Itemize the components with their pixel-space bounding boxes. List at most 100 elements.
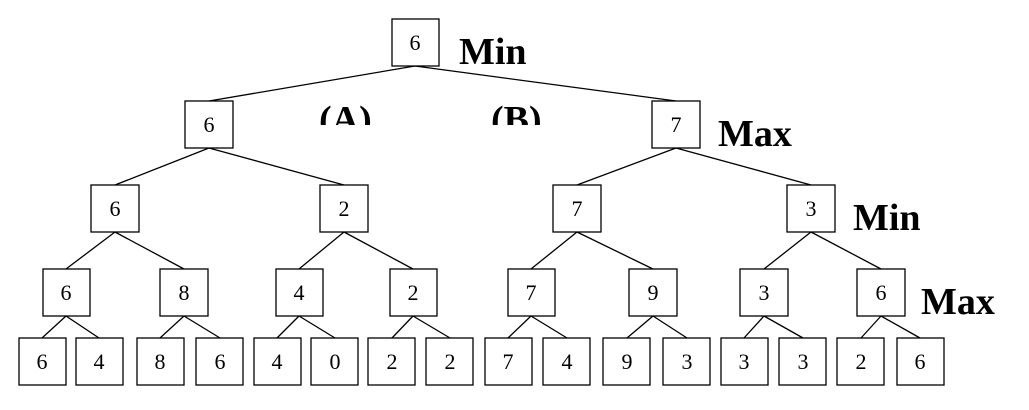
node-l2-3: 3 [786, 184, 836, 233]
node-l1-1: 7 [651, 100, 701, 149]
level-label-root: Min [459, 31, 527, 73]
node-l2-2: 7 [552, 184, 602, 233]
level-label-level2: Min [853, 197, 921, 239]
leaf-0-value: 6 [37, 349, 48, 374]
node-l2-1-value: 2 [339, 196, 350, 221]
leaf-12: 3 [720, 337, 769, 386]
leaf-5: 0 [310, 337, 359, 386]
node-l3-3-value: 2 [408, 280, 419, 305]
edge-l2-1-l3-2 [298, 231, 345, 270]
edge-l3-1-leaf-2 [159, 315, 185, 339]
leaf-9-value: 4 [562, 349, 573, 374]
node-l3-1: 8 [159, 268, 209, 317]
edge-l3-7-leaf-15 [880, 315, 921, 339]
leaf-3: 6 [195, 337, 244, 386]
node-l3-7: 6 [856, 268, 906, 317]
leaf-14: 2 [836, 337, 885, 386]
node-l2-0-value: 6 [110, 196, 121, 221]
node-l1-0-value: 6 [204, 112, 215, 137]
leaf-15-value: 6 [915, 349, 926, 374]
leaf-1: 4 [75, 337, 124, 386]
branch-label-b: (B) [491, 99, 542, 141]
edge-l2-2-l3-4 [530, 231, 578, 270]
leaf-13-value: 3 [798, 349, 809, 374]
tree-edges [41, 65, 921, 339]
edge-l3-0-leaf-0 [41, 315, 67, 339]
edge-l3-5-leaf-11 [652, 315, 688, 339]
node-l2-2-value: 7 [572, 196, 583, 221]
node-l3-2-value: 4 [294, 280, 305, 305]
edge-l2-0-l3-0 [65, 231, 116, 270]
edge-l3-7-leaf-14 [860, 315, 882, 339]
node-l3-3: 2 [389, 268, 438, 317]
edge-l1-0-l2-1 [208, 147, 345, 186]
leaf-7: 2 [425, 337, 474, 386]
edge-l3-6-leaf-13 [763, 315, 804, 339]
edge-l3-0-leaf-1 [65, 315, 100, 339]
edge-root-l1-1 [414, 65, 677, 102]
leaf-2-value: 8 [155, 349, 166, 374]
edge-root-l1-0 [208, 65, 416, 102]
leaf-10: 9 [602, 337, 651, 386]
edge-l1-0-l2-0 [114, 147, 210, 186]
edge-l3-3-leaf-6 [391, 315, 414, 339]
leaf-10-value: 9 [622, 349, 633, 374]
edge-l3-4-leaf-8 [507, 315, 532, 339]
edge-l3-1-leaf-3 [183, 315, 221, 339]
level-label-level1: Max [718, 113, 792, 155]
leaf-11-value: 3 [682, 349, 693, 374]
level-label-level3: Max [921, 281, 995, 323]
leaf-2: 8 [136, 337, 185, 386]
leaf-9: 4 [542, 337, 591, 386]
leaf-6: 2 [367, 337, 416, 386]
node-l3-2: 4 [275, 268, 324, 317]
node-l3-0: 6 [42, 268, 91, 317]
leaf-3-value: 6 [215, 349, 226, 374]
node-l1-0: 6 [184, 100, 234, 149]
node-l1-1-value: 7 [671, 112, 682, 137]
node-l2-3-value: 3 [806, 196, 817, 221]
node-root-value: 6 [410, 30, 421, 55]
edge-l2-2-l3-5 [576, 231, 654, 270]
leaf-0: 6 [18, 337, 67, 386]
edge-l1-1-l2-3 [675, 147, 812, 186]
leaf-12-value: 3 [739, 349, 750, 374]
leaf-8-value: 7 [503, 349, 514, 374]
edge-l3-5-leaf-10 [626, 315, 654, 339]
edge-l1-1-l2-2 [576, 147, 677, 186]
edge-l3-4-leaf-9 [530, 315, 568, 339]
node-l3-6-value: 3 [759, 280, 770, 305]
edge-l2-3-l3-7 [810, 231, 882, 270]
leaf-11: 3 [662, 337, 711, 386]
leaf-4: 4 [253, 337, 302, 386]
node-l3-0-value: 6 [61, 280, 72, 305]
node-l3-4-value: 7 [526, 280, 537, 305]
edge-l2-0-l3-1 [114, 231, 185, 270]
leaf-7-value: 2 [445, 349, 456, 374]
node-root: 6 [391, 18, 440, 67]
node-l3-1-value: 8 [179, 280, 190, 305]
node-l3-5: 9 [628, 268, 678, 317]
leaf-6-value: 2 [387, 349, 398, 374]
leaf-5-value: 0 [330, 349, 341, 374]
leaf-13: 3 [778, 337, 827, 386]
edge-l3-2-leaf-4 [276, 315, 300, 339]
node-l3-5-value: 9 [648, 280, 659, 305]
node-l3-6: 3 [739, 268, 789, 317]
node-l3-7-value: 6 [876, 280, 887, 305]
leaf-4-value: 4 [272, 349, 283, 374]
branch-label-a: (A) [319, 99, 372, 141]
node-l3-4: 7 [507, 268, 556, 317]
edge-l3-2-leaf-5 [298, 315, 336, 339]
edge-l2-3-l3-6 [763, 231, 812, 270]
leaf-15: 6 [896, 337, 945, 386]
edge-l2-1-l3-3 [343, 231, 414, 270]
leaf-1-value: 4 [94, 349, 105, 374]
node-l2-1: 2 [319, 184, 369, 233]
node-l2-0: 6 [90, 184, 140, 233]
leaf-14-value: 2 [856, 349, 867, 374]
edge-l3-6-leaf-12 [743, 315, 765, 339]
edge-l3-3-leaf-7 [412, 315, 451, 339]
leaf-8: 7 [484, 337, 533, 386]
